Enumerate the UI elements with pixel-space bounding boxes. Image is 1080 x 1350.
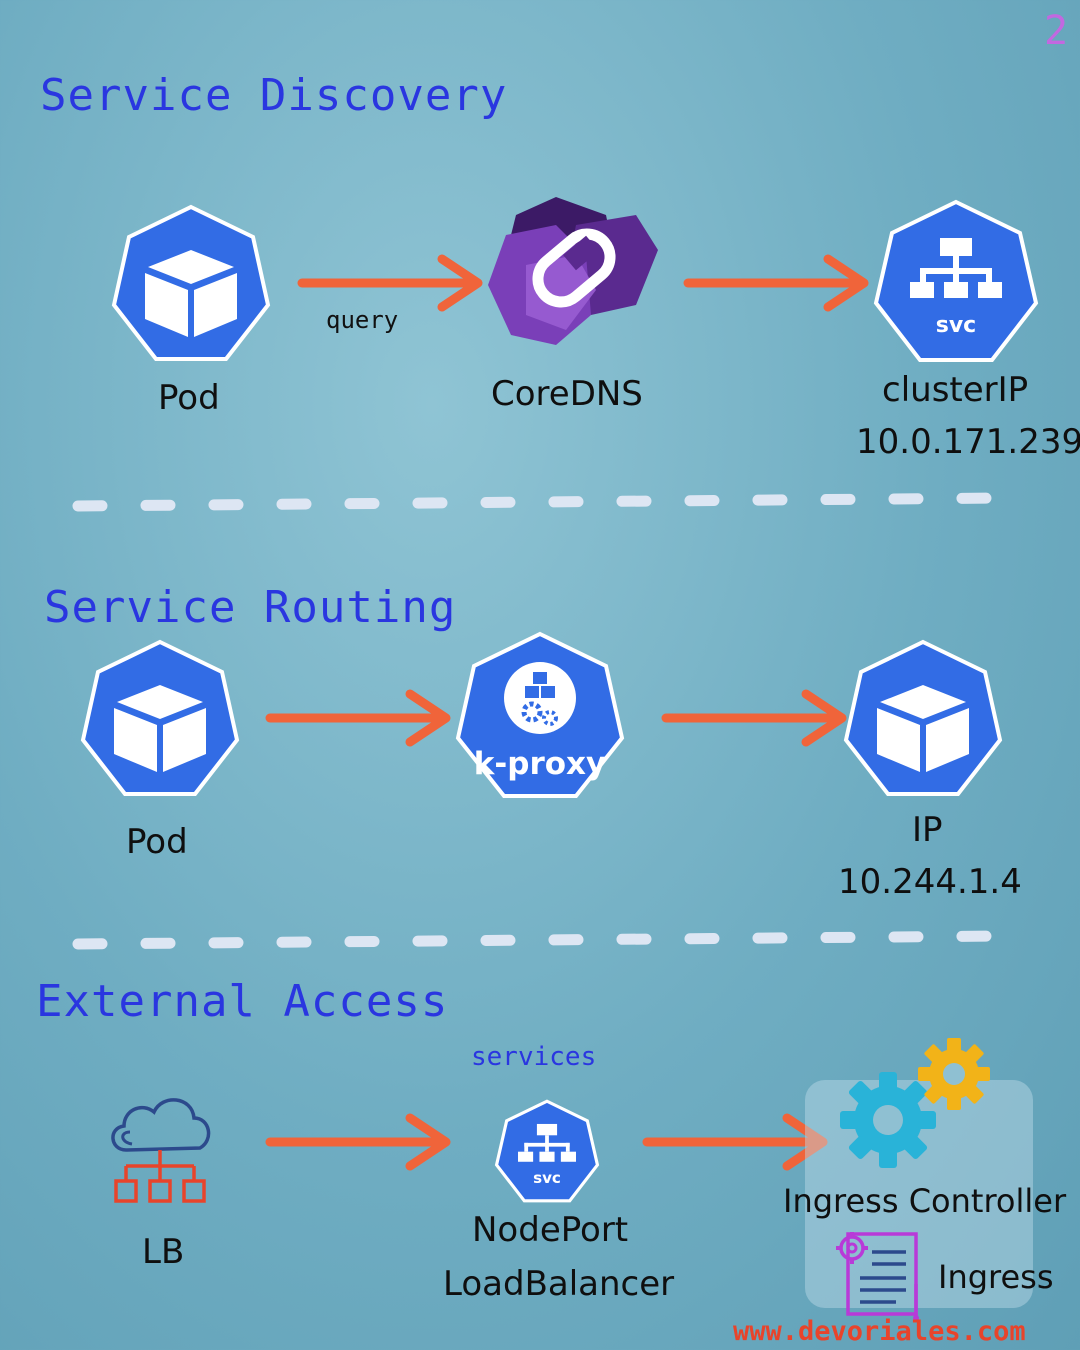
cloud-network-icon [111, 1098, 211, 1203]
section-title-external-access: External Access [36, 976, 449, 1027]
query-label: query [326, 306, 399, 334]
pod-label: Pod [126, 822, 188, 862]
svc-icon: svc [494, 1099, 600, 1203]
cluster-ip-label: clusterIP [882, 370, 1029, 410]
gears-icon [840, 1038, 990, 1168]
footer-url[interactable]: www.devoriales.com [733, 1316, 1026, 1347]
svc-icon: svc [873, 199, 1039, 362]
arrow-pod-to-coredns [297, 254, 483, 312]
section-title-service-discovery: Service Discovery [40, 70, 508, 121]
arrow-lb-to-services [265, 1113, 451, 1171]
services-caption: services [471, 1042, 597, 1072]
pod-icon [843, 639, 1003, 796]
arrow-services-to-ingress [642, 1113, 828, 1171]
section-title-service-routing: Service Routing [44, 582, 457, 633]
ip-value: 10.244.1.4 [838, 862, 1022, 902]
ingress-controller-label: Ingress Controller [783, 1182, 1067, 1220]
svc-badge: svc [936, 313, 976, 338]
ingress-document-icon [836, 1232, 919, 1321]
k-proxy-label: k-proxy [474, 746, 606, 782]
coredns-label: CoreDNS [491, 374, 643, 414]
nodeport-label: NodePort [472, 1210, 629, 1250]
section-divider [72, 492, 1011, 512]
svc-badge: svc [533, 1169, 561, 1187]
pod-label: Pod [158, 378, 220, 418]
lb-label: LB [142, 1232, 185, 1272]
coredns-icon [488, 197, 658, 345]
k-proxy-icon: k-proxy [455, 631, 625, 798]
section-divider [72, 930, 1011, 950]
loadbalancer-label: LoadBalancer [443, 1264, 675, 1304]
arrow-pod-to-kproxy [265, 689, 451, 747]
ingress-label: Ingress [938, 1258, 1054, 1296]
arrow-kproxy-to-pod [661, 689, 847, 747]
cluster-ip-value: 10.0.171.239 [856, 422, 1080, 462]
page-number: 2 [1044, 8, 1069, 54]
ip-label: IP [912, 810, 943, 850]
pod-icon [80, 639, 240, 796]
arrow-coredns-to-svc [683, 254, 869, 312]
pod-icon [111, 204, 271, 361]
